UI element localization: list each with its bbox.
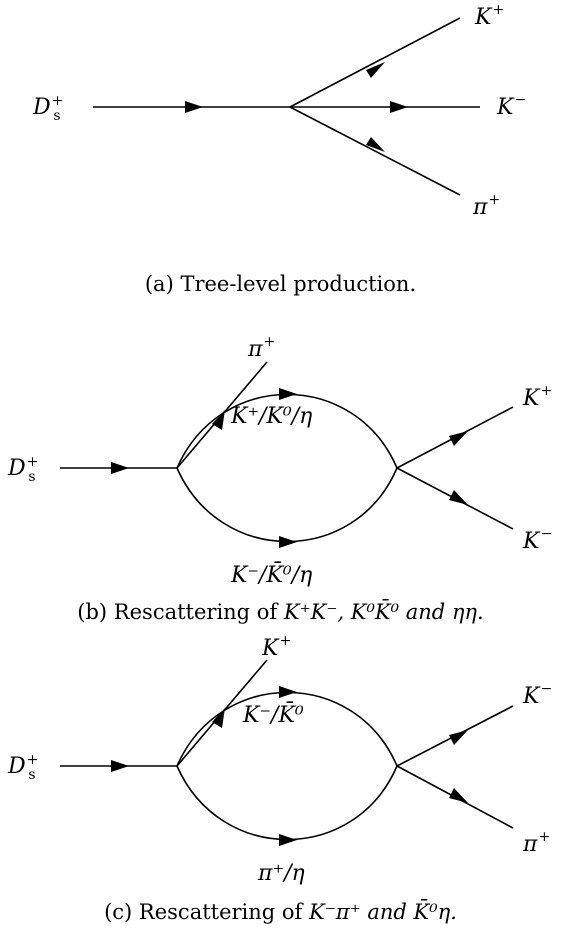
arrow-in bbox=[185, 101, 203, 113]
arrow-out-1 bbox=[366, 62, 385, 78]
arrow-loop-bottom bbox=[279, 536, 297, 548]
caption-a: (a) Tree-level production. bbox=[144, 272, 417, 296]
arrow-out-1 bbox=[449, 730, 468, 745]
arrow-in bbox=[111, 462, 129, 474]
arrow-out-2 bbox=[390, 101, 408, 113]
arrow-out-2 bbox=[449, 788, 468, 803]
label-in: D+s bbox=[7, 454, 38, 485]
label-out-2: K− bbox=[522, 526, 552, 554]
out-line-3 bbox=[289, 106, 461, 196]
label-out-2: π+ bbox=[522, 829, 550, 857]
loop-bottom bbox=[176, 765, 398, 841]
arrow-in bbox=[111, 760, 129, 772]
arrow-out-3 bbox=[366, 137, 385, 152]
loop-bottom bbox=[176, 467, 398, 543]
label-out-3: π+ bbox=[472, 192, 500, 220]
arrow-out-2 bbox=[449, 490, 468, 505]
diagram-c: D+s K+ K⁻/K̄⁰ π⁺/η K− π+ bbox=[7, 633, 552, 886]
caption-c-prefix: (c) Rescattering of bbox=[104, 900, 310, 924]
caption-b: (b) Rescattering of K⁺K⁻, K⁰K̄⁰ and ηη. bbox=[0, 600, 561, 624]
out-line-1 bbox=[289, 17, 461, 108]
arrow-loop-top bbox=[279, 388, 297, 400]
caption-c: (c) Rescattering of K⁻π⁺ and K̄⁰η. bbox=[0, 900, 561, 924]
label-out-1: K+ bbox=[474, 2, 504, 30]
arrow-top-out bbox=[212, 708, 225, 728]
label-top-out: π+ bbox=[247, 334, 275, 362]
caption-b-prefix: (b) Rescattering of bbox=[77, 600, 284, 624]
label-out-2: K− bbox=[496, 92, 526, 120]
arrow-loop-top bbox=[279, 686, 297, 698]
arrow-loop-bottom bbox=[279, 834, 297, 846]
arrow-top-out bbox=[212, 410, 225, 430]
label-in: D+s bbox=[7, 752, 38, 783]
label-in: D+s bbox=[32, 93, 63, 124]
diagram-b: D+s π+ K⁺/K⁰/η K⁻/K̄⁰/η K+ K− bbox=[7, 334, 552, 588]
label-out-1: K− bbox=[522, 681, 552, 709]
diagram-a: D+s K+ K− π+ bbox=[32, 2, 526, 220]
label-loop-top: K⁻/K̄⁰ bbox=[242, 701, 304, 728]
label-out-1: K+ bbox=[522, 383, 552, 411]
label-loop-top: K⁺/K⁰/η bbox=[230, 404, 312, 429]
label-loop-bottom: π⁺/η bbox=[257, 861, 305, 886]
arrow-out-1 bbox=[449, 431, 468, 446]
label-loop-bottom: K⁻/K̄⁰/η bbox=[230, 561, 312, 588]
label-top-out: K+ bbox=[261, 633, 291, 661]
caption-c-math: K⁻π⁺ and K̄⁰η. bbox=[309, 900, 457, 924]
caption-b-math: K⁺K⁻, K⁰K̄⁰ and ηη. bbox=[283, 600, 484, 624]
